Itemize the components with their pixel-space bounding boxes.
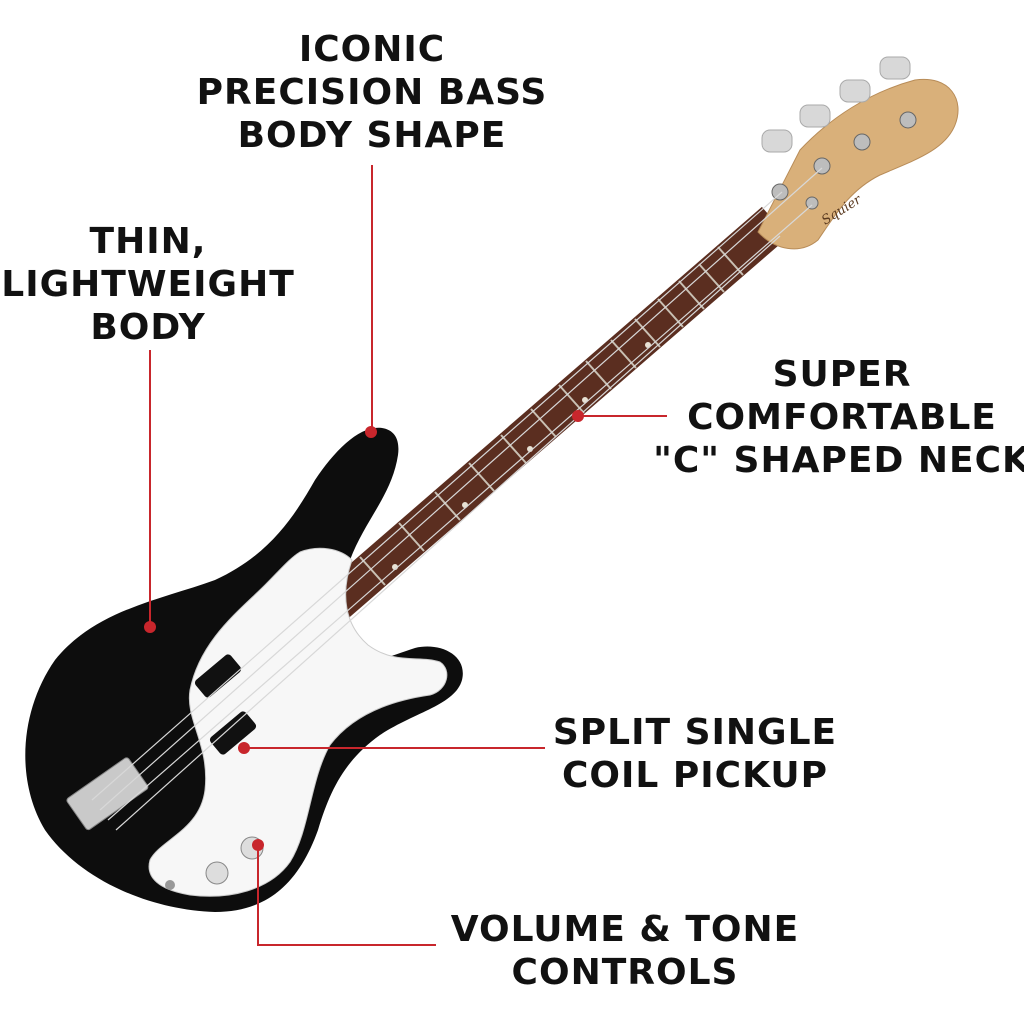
label-line: LIGHTWEIGHT [1,264,295,305]
label-line: CONTROLS [511,952,739,993]
label-pickup: SPLIT SINGLE COIL PICKUP [540,711,850,797]
pickguard [148,547,448,897]
callout-dot-pickup [238,742,250,754]
bridge [66,757,149,831]
label-line: SPLIT SINGLE [552,712,838,753]
headstock: Squier [757,56,959,250]
callout-dot-body [144,621,156,633]
tuner-keys [761,56,911,153]
label-line: PRECISION BASS [196,72,548,113]
label-line: COIL PICKUP [562,755,828,796]
split-coil-pickup [194,654,257,755]
label-line: BODY [90,307,206,348]
label-neck: SUPER COMFORTABLE "C" SHAPED NECK [640,353,1024,482]
callout-dot-neck [572,410,584,422]
label-line: SUPER [772,354,912,395]
callout-lines [149,165,667,946]
label-line: COMFORTABLE [687,397,997,438]
tuner-posts [771,111,917,210]
callout-dots [144,410,584,851]
label-line: ICONIC [298,29,446,70]
strings [91,167,823,831]
label-body-shape: ICONIC PRECISION BASS BODY SHAPE [172,28,572,157]
label-line: "C" SHAPED NECK [653,440,1024,481]
label-line: VOLUME & TONE [450,909,800,950]
callout-dot-body-shape [365,426,377,438]
label-lightweight-body: THIN, LIGHTWEIGHT BODY [0,220,326,349]
label-line: THIN, [89,221,207,262]
callout-dot-controls [252,839,264,851]
label-controls: VOLUME & TONE CONTROLS [440,908,810,994]
label-line: BODY SHAPE [237,115,507,156]
